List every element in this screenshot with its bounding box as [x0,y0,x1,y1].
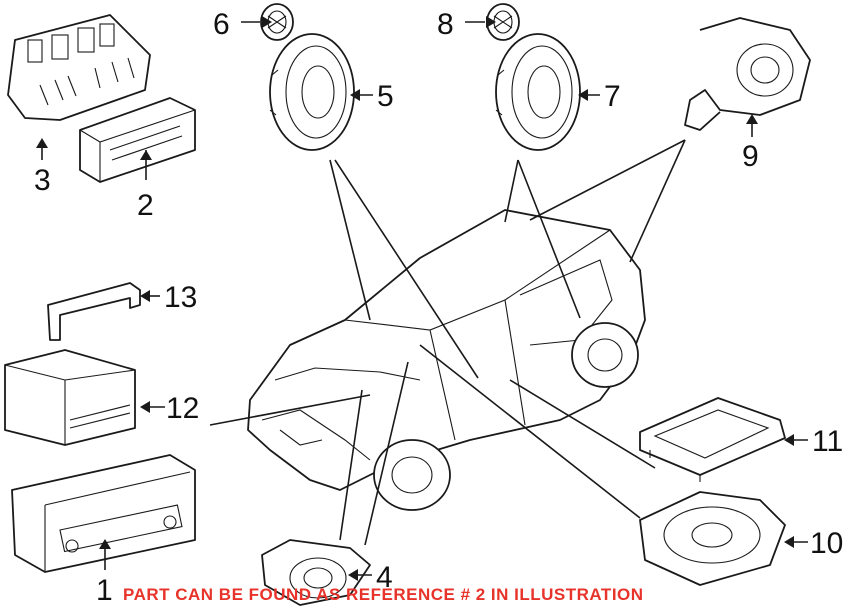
subwoofer-part [639,491,786,586]
door-speaker-part-right [495,33,581,151]
callout-11: 11 [812,425,843,458]
trim-bracket-part [47,282,141,341]
callout-2: 2 [137,189,154,222]
reference-note: PART CAN BE FOUND AS REFERENCE # 2 IN IL… [123,585,644,604]
leader-lines [209,139,686,546]
callout-arrows [36,16,808,581]
callout-5: 5 [377,80,394,113]
callout-8: 8 [437,8,454,41]
callout-9: 9 [742,140,759,173]
callout-4: 4 [376,561,393,594]
media-drive-part [4,349,136,446]
callout-12: 12 [166,392,199,425]
control-module-part [79,97,196,183]
callout-10: 10 [810,527,843,560]
callout-13: 13 [164,281,197,314]
door-speaker-part-left [269,33,355,151]
mounting-bracket-part [7,14,151,121]
callout-7: 7 [604,80,621,113]
small-speaker-part [261,539,371,606]
callout-6: 6 [213,8,230,41]
mounting-plate-part [639,397,786,482]
callout-1: 1 [96,574,113,607]
radio-control-panel-part [11,454,196,573]
speaker-housing-part [684,17,811,131]
callout-3: 3 [34,164,51,197]
vehicle-outline [247,209,646,511]
